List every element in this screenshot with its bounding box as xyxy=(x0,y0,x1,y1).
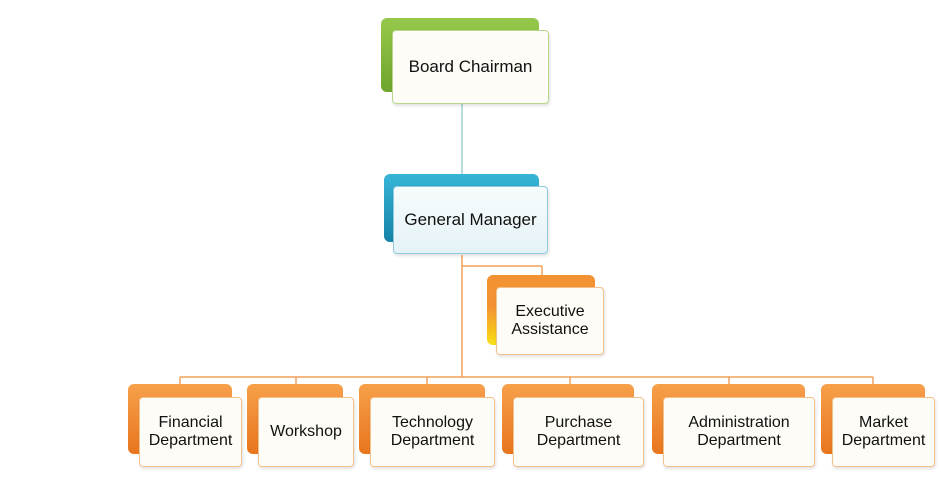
board-chairman-label: Board Chairman xyxy=(408,57,533,77)
dept-label-line1: Financial xyxy=(158,413,223,431)
node-workshop: Workshop xyxy=(247,384,354,468)
node-general-manager: General Manager xyxy=(384,174,549,256)
node-board-chairman: Board Chairman xyxy=(381,18,551,106)
node-executive-assistance: Executive Assistance xyxy=(487,275,605,357)
executive-assistance-label-line2: Assistance xyxy=(511,321,589,338)
dept-label-line2: Department xyxy=(697,432,781,449)
node-administration-department: Administration Department xyxy=(652,384,816,468)
dept-label-line1: Administration xyxy=(688,413,790,431)
dept-label-line2: Department xyxy=(148,432,233,449)
dept-label-line1: Technology xyxy=(392,413,473,431)
dept-label-line2: Department xyxy=(841,432,926,449)
node-purchase-department: Purchase Department xyxy=(502,384,645,468)
dept-label-line2: Department xyxy=(536,432,621,449)
dept-label-line1: Purchase xyxy=(544,413,613,431)
dept-label-line1: Workshop xyxy=(270,422,342,440)
general-manager-label: General Manager xyxy=(404,210,537,230)
dept-label-line1: Market xyxy=(859,413,908,431)
executive-assistance-label-line1: Executive xyxy=(515,302,585,320)
node-technology-department: Technology Department xyxy=(359,384,496,468)
node-financial-department: Financial Department xyxy=(128,384,243,468)
dept-label-line2: Department xyxy=(390,432,475,449)
node-market-department: Market Department xyxy=(821,384,936,468)
